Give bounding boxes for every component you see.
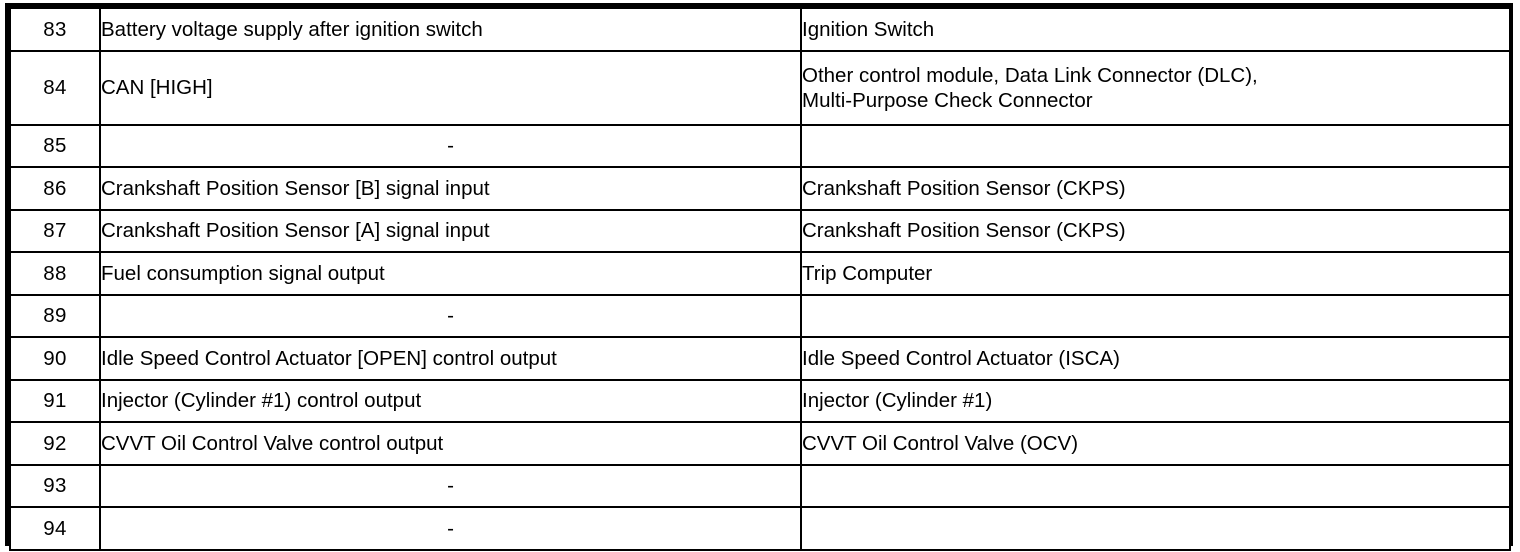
pin-number-cell: 86 xyxy=(9,166,101,211)
pin-description-line: - xyxy=(447,474,454,498)
connected-component-line: Ignition Switch xyxy=(802,17,935,41)
connected-component-cell: Other control module, Data Link Connecto… xyxy=(800,49,1511,126)
connected-component-line: Trip Computer xyxy=(802,261,933,285)
pin-number-cell: 85 xyxy=(9,123,101,168)
pin-description-line: CAN [HIGH] xyxy=(101,76,213,99)
connected-component-empty-cell xyxy=(800,463,1511,508)
pin-number-cell: 89 xyxy=(9,293,101,338)
pin-description-line: Battery voltage supply after ignition sw… xyxy=(101,17,483,41)
pin-number-cell: 93 xyxy=(9,463,101,508)
pin-description-line: Crankshaft Position Sensor [B] signal in… xyxy=(101,176,490,200)
pin-number-cell: 91 xyxy=(9,378,101,423)
table-row: 93 - xyxy=(9,463,1511,508)
pin-description-empty-cell: - xyxy=(99,293,802,338)
pin-description-line: - xyxy=(447,516,454,540)
pin-description-empty-cell: - xyxy=(99,123,802,168)
connected-component-cell: Crankshaft Position Sensor (CKPS) xyxy=(800,166,1511,211)
pin-number-cell: 88 xyxy=(9,251,101,296)
connected-component-empty-cell xyxy=(800,123,1511,168)
connected-component-cell: CVVT Oil Control Valve (OCV) xyxy=(800,421,1511,466)
connected-component-cell: Trip Computer xyxy=(800,251,1511,296)
pin-description-line: CVVT Oil Control Valve control output xyxy=(101,431,444,455)
pin-description-empty-cell: - xyxy=(99,463,802,508)
pin-description-line: - xyxy=(447,304,454,328)
pin-number-cell: 84 xyxy=(9,49,101,126)
pin-description-cell: Crankshaft Position Sensor [B] signal in… xyxy=(99,166,802,211)
table-row: 85 - xyxy=(9,123,1511,168)
pin-description-cell: Injector (Cylinder #1) control output xyxy=(99,378,802,423)
connected-component-cell: Idle Speed Control Actuator (ISCA) xyxy=(800,336,1511,381)
table-row: 89 - xyxy=(9,293,1511,338)
pin-description-cell: Crankshaft Position Sensor [A] signal in… xyxy=(99,208,802,253)
connected-component-line: Multi-Purpose Check Connector xyxy=(802,88,1093,112)
pin-number-cell: 92 xyxy=(9,421,101,466)
pin-description-cell: Idle Speed Control Actuator [OPEN] contr… xyxy=(99,336,802,381)
connected-component-line: Idle Speed Control Actuator (ISCA) xyxy=(802,346,1120,370)
pin-number-cell: 87 xyxy=(9,208,101,253)
pin-description-cell: CVVT Oil Control Valve control output xyxy=(99,421,802,466)
pin-description-cell: Battery voltage supply after ignition sw… xyxy=(99,7,802,52)
pin-description-line: Idle Speed Control Actuator [OPEN] contr… xyxy=(101,346,557,370)
connected-component-line: Other control module, Data Link Connecto… xyxy=(802,63,1258,87)
connected-component-line: Injector (Cylinder #1) xyxy=(802,389,993,413)
connected-component-line: Crankshaft Position Sensor (CKPS) xyxy=(802,176,1126,200)
connected-component-line: Crankshaft Position Sensor (CKPS) xyxy=(802,219,1126,243)
pin-number-cell: 94 xyxy=(9,506,101,551)
pin-description-line: Injector (Cylinder #1) control output xyxy=(101,389,422,413)
pin-description-cell: CAN [HIGH] xyxy=(99,49,802,126)
pin-number-cell: 90 xyxy=(9,336,101,381)
connected-component-empty-cell xyxy=(800,506,1511,551)
connected-component-cell: Injector (Cylinder #1) xyxy=(800,378,1511,423)
connected-component-cell: Crankshaft Position Sensor (CKPS) xyxy=(800,208,1511,253)
pin-description-line: - xyxy=(447,134,454,158)
connected-component-line: CVVT Oil Control Valve (OCV) xyxy=(802,431,1079,455)
pin-description-line: Fuel consumption signal output xyxy=(101,261,385,285)
pin-number-cell: 83 xyxy=(9,7,101,52)
table-row: 94 - xyxy=(9,506,1511,551)
pin-description-line: Crankshaft Position Sensor [A] signal in… xyxy=(101,219,490,243)
pin-description-empty-cell: - xyxy=(99,506,802,551)
connected-component-empty-cell xyxy=(800,293,1511,338)
connected-component-cell: Ignition Switch xyxy=(800,7,1511,52)
pin-description-cell: Fuel consumption signal output xyxy=(99,251,802,296)
